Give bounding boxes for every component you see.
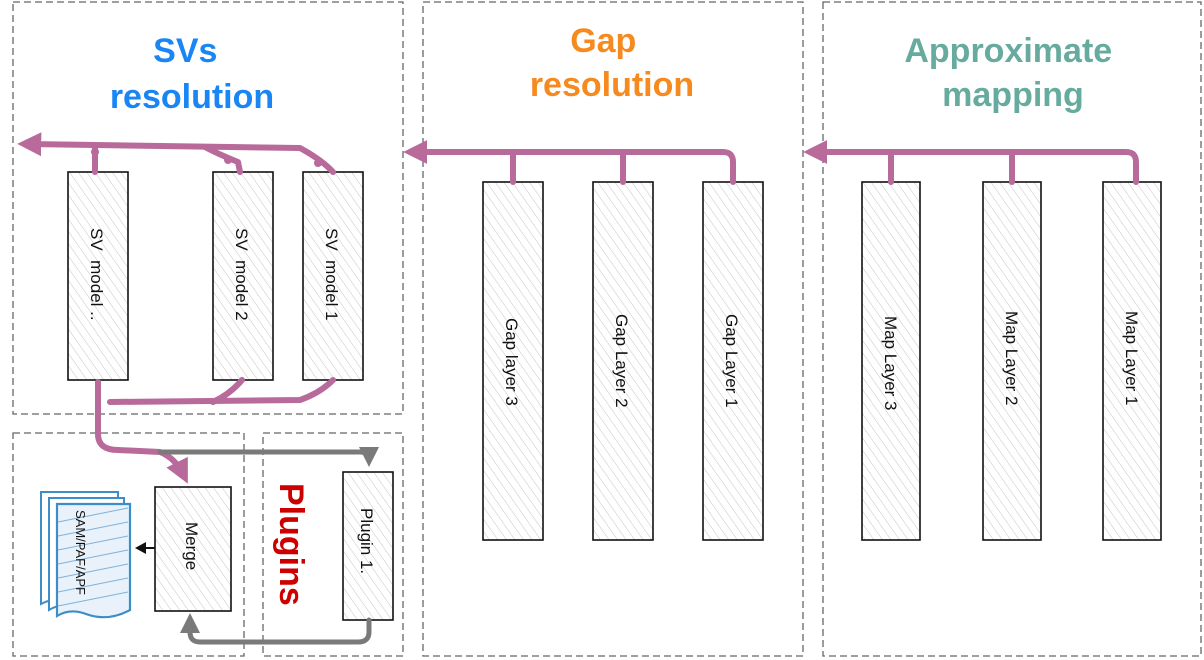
merge-to-output-arrow (135, 542, 155, 554)
gap-title-line-2: resolution (530, 66, 694, 104)
plugin-loop-arrow (157, 446, 379, 645)
merge-panel (12, 432, 245, 657)
approximate-mapping-title: Approximate mapping (904, 32, 1121, 114)
gap-title-line-1: Gap (570, 22, 636, 60)
gap-layer-2-label: Gap Layer 2 (612, 314, 631, 408)
output-document-label: SAM/PAF/APF (73, 510, 88, 595)
svs-title-line-2: resolution (110, 78, 274, 116)
output-document-icon: SAM/PAF/APF (40, 491, 132, 619)
gap-layer-3-label: Gap layer 3 (502, 318, 521, 406)
sv-model-etc-box (67, 171, 129, 381)
plugin-1-label: Plugin 1. (357, 508, 376, 574)
merge-label: Merge (182, 522, 201, 570)
sv-model-etc-label: SV model .. (87, 228, 106, 321)
svs-title-line-1: SVs (153, 32, 217, 70)
approx-title-line-1: Approximate (904, 32, 1112, 70)
gap-resolution-flow-arrow (403, 140, 736, 185)
svs-resolution-title: SVs resolution (110, 32, 274, 116)
sv-model-1-box (302, 171, 364, 381)
sv-to-merge-arrow (95, 377, 336, 484)
map-layer-2-label: Map Layer 2 (1002, 311, 1021, 406)
approximate-mapping-panel (822, 1, 1202, 657)
gap-resolution-panel (422, 1, 804, 657)
map-layer-3-label: Map Layer 3 (881, 316, 900, 411)
sv-model-2-label: SV model 2 (232, 228, 251, 321)
sv-model-2-box (212, 171, 274, 381)
plugins-panel (262, 432, 404, 657)
approx-mapping-flow-arrow (803, 140, 1139, 185)
document-scribble (57, 507, 129, 607)
document-page-front (55, 502, 132, 619)
approx-title-line-2: mapping (942, 76, 1084, 114)
gap-layer-1-label: Gap Layer 1 (722, 314, 741, 408)
map-layer-2-box (982, 181, 1042, 541)
plugin-1-box (342, 471, 394, 621)
map-layer-1-box (1102, 181, 1162, 541)
sv-model-1-label: SV model 1 (322, 228, 341, 321)
plugins-title: Plugins (272, 483, 310, 606)
map-layer-3-box (861, 181, 921, 541)
map-layer-1-label: Map Layer 1 (1122, 311, 1141, 406)
sv-models-flow-arrow (17, 132, 336, 175)
merge-box (154, 486, 232, 612)
svs-resolution-panel (12, 1, 404, 415)
gap-resolution-title: Gap resolution (530, 22, 694, 104)
